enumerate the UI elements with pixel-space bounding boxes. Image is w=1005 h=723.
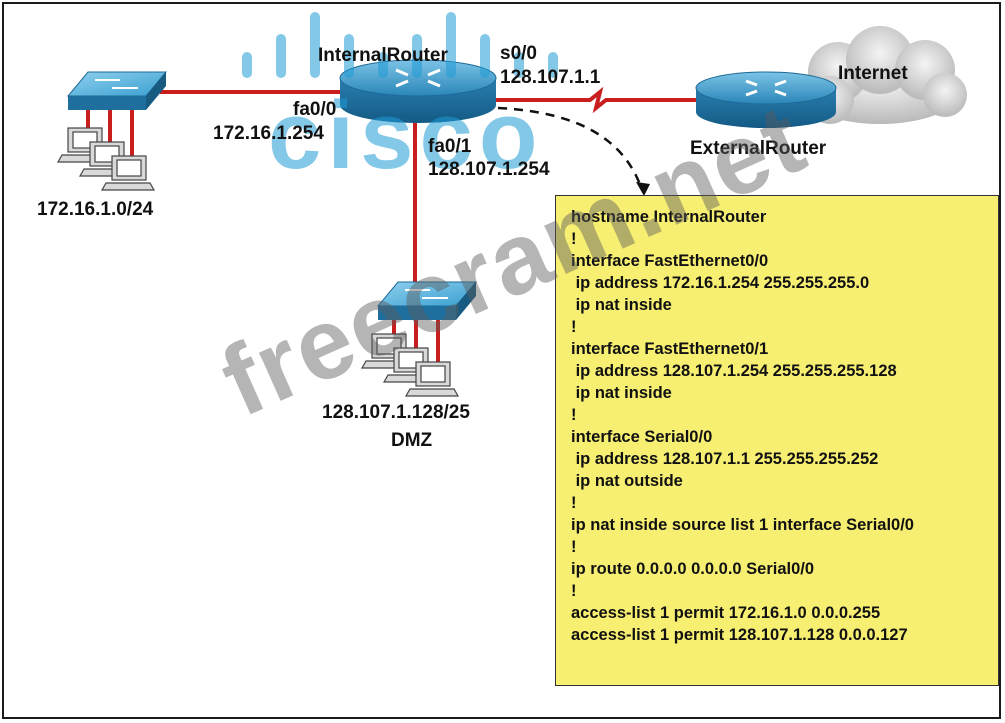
external-router-label: ExternalRouter [690, 138, 827, 159]
config-line: access-list 1 permit 172.16.1.0 0.0.0.25… [571, 604, 881, 622]
config-line: ! [571, 538, 577, 556]
config-line: ip route 0.0.0.0 0.0.0.0 Serial0/0 [571, 560, 815, 578]
fa0-0-ip-label: 172.16.1.254 [213, 123, 324, 144]
config-callout-arrow [497, 106, 644, 191]
config-line: ip nat outside [571, 472, 683, 490]
s0-0-interface-label: s0/0 [500, 43, 537, 64]
config-line: access-list 1 permit 128.107.1.128 0.0.0… [571, 626, 908, 644]
lan-switch-icon [66, 71, 168, 110]
config-line: hostname InternalRouter [571, 208, 767, 226]
internal-router-icon [339, 59, 497, 123]
config-line: ! [571, 406, 577, 424]
lan-pcs-icon [56, 127, 156, 191]
config-line: ip nat inside [571, 384, 672, 402]
external-router-icon [695, 71, 837, 128]
dmz-label: DMZ [391, 430, 433, 451]
config-line: ! [571, 318, 577, 336]
dmz-subnet-label: 128.107.1.128/25 [322, 402, 470, 423]
config-line: ip nat inside [571, 296, 672, 314]
config-line: ! [571, 582, 577, 600]
internal-router-label: InternalRouter [318, 45, 448, 66]
config-line: ip address 172.16.1.254 255.255.255.0 [571, 274, 870, 292]
serial-link [495, 86, 700, 114]
dmz-switch-icon [376, 281, 478, 320]
router-config-box: hostname InternalRouter ! interface Fast… [555, 195, 999, 686]
config-line: ip nat inside source list 1 interface Se… [571, 516, 914, 534]
config-line: ip address 128.107.1.1 255.255.255.252 [571, 450, 879, 468]
s0-0-ip-label: 128.107.1.1 [500, 67, 601, 88]
config-line: interface FastEthernet0/0 [571, 252, 769, 270]
fa0-1-ip-label: 128.107.1.254 [428, 159, 550, 180]
config-line: interface Serial0/0 [571, 428, 713, 446]
config-line: interface FastEthernet0/1 [571, 340, 769, 358]
config-line: ! [571, 230, 577, 248]
internet-label: Internet [838, 63, 908, 84]
lan-subnet-label: 172.16.1.0/24 [37, 199, 154, 220]
fa0-1-interface-label: fa0/1 [428, 136, 472, 157]
config-line: ip address 128.107.1.254 255.255.255.128 [571, 362, 897, 380]
config-line: ! [571, 494, 577, 512]
arrow-head [636, 182, 650, 196]
dmz-pcs-icon [360, 333, 460, 397]
fa0-0-interface-label: fa0/0 [293, 99, 337, 120]
